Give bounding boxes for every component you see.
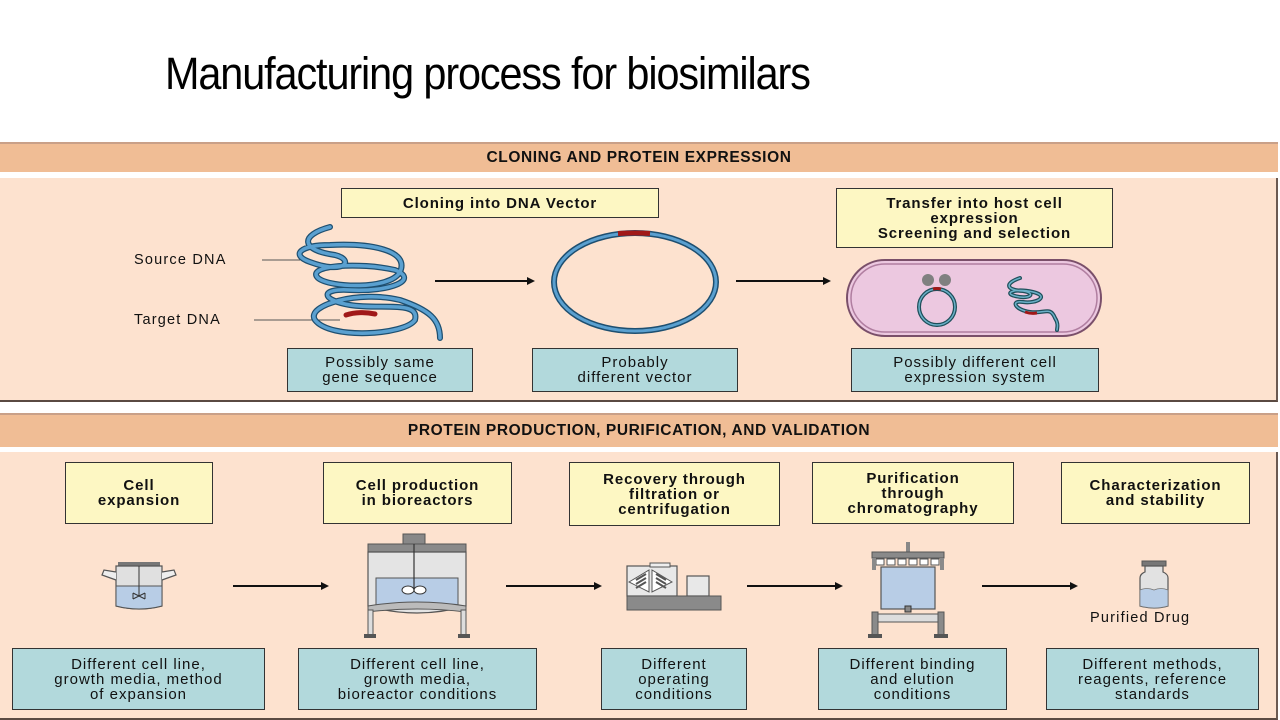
step-cloning-into-vector: Cloning into DNA Vector — [341, 188, 659, 218]
section-header-cloning-text: CLONING AND PROTEIN EXPRESSION — [486, 149, 792, 166]
slide-title: Manufacturing process for biosimilars — [165, 48, 811, 99]
note-vector: Probably different vector — [532, 348, 738, 392]
step-purification: Purification through chromatography — [812, 462, 1014, 524]
note-cell-expansion: Different cell line, growth media, metho… — [12, 648, 265, 710]
culture-flask-icon — [101, 562, 177, 610]
purified-drug-label: Purified Drug — [1090, 610, 1191, 626]
arrow-icon — [506, 582, 602, 590]
bioreactor-icon — [364, 533, 470, 638]
step-transfer-host-cell: Transfer into host cell expression Scree… — [836, 188, 1113, 248]
plasmid-vector-icon — [551, 230, 719, 334]
host-cell-icon — [846, 259, 1102, 337]
chromatography-column-icon — [868, 542, 948, 638]
arrow-icon — [435, 277, 535, 285]
source-dna-coil-icon — [254, 224, 443, 341]
note-purification: Different binding and elution conditions — [818, 648, 1007, 710]
step-cell-expansion: Cell expansion — [65, 462, 213, 524]
note-recovery: Different operating conditions — [601, 648, 747, 710]
source-dna-label: Source DNA — [134, 252, 227, 268]
step-recovery: Recovery through filtration or centrifug… — [569, 462, 780, 526]
arrow-icon — [736, 277, 831, 285]
section-header-cloning: CLONING AND PROTEIN EXPRESSION — [0, 142, 1278, 172]
note-cell-production: Different cell line, growth media, biore… — [298, 648, 537, 710]
step-cell-production: Cell production in bioreactors — [323, 462, 512, 524]
arrow-icon — [233, 582, 329, 590]
section-header-production: PROTEIN PRODUCTION, PURIFICATION, AND VA… — [0, 413, 1278, 447]
arrow-icon — [982, 582, 1078, 590]
filtration-centrifuge-icon — [626, 562, 722, 611]
arrow-icon — [747, 582, 843, 590]
section-header-production-text: PROTEIN PRODUCTION, PURIFICATION, AND VA… — [407, 422, 871, 439]
purified-drug-vial-icon — [1139, 560, 1169, 609]
target-dna-label: Target DNA — [134, 312, 221, 328]
note-expression-system: Possibly different cell expression syste… — [851, 348, 1099, 392]
note-characterization: Different methods, reagents, reference s… — [1046, 648, 1259, 710]
step-characterization: Characterization and stability — [1061, 462, 1250, 524]
note-gene-sequence: Possibly same gene sequence — [287, 348, 473, 392]
